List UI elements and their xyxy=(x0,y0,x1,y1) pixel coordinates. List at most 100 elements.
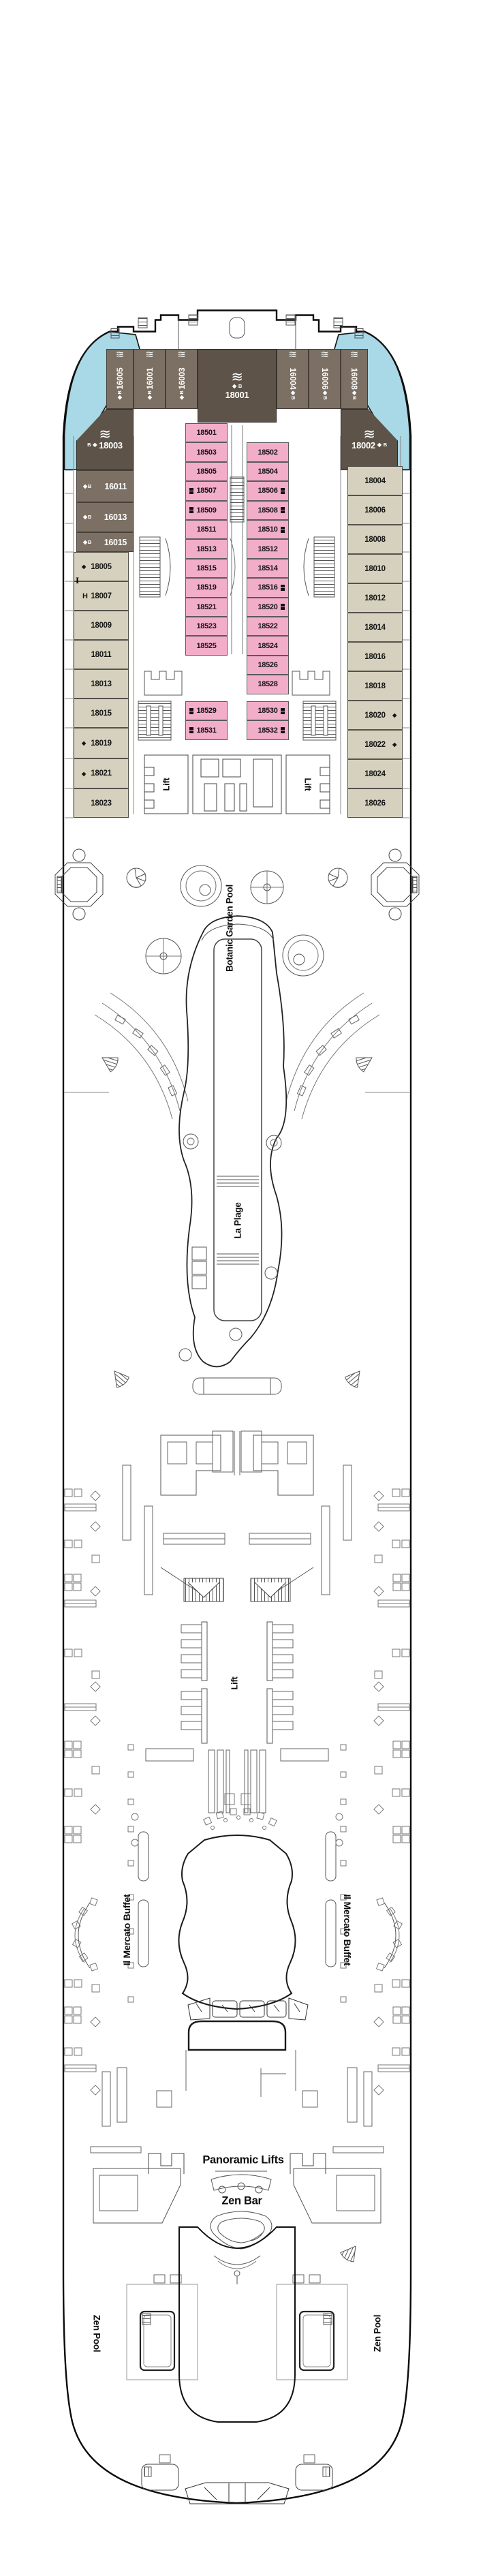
cabin-18510: 18510 xyxy=(247,520,289,540)
stern-deckhouse xyxy=(178,2226,296,2423)
diamond-icon: ◆ xyxy=(232,382,236,389)
panoramic-lift-pod xyxy=(211,2171,272,2194)
cabin-number: 18514 xyxy=(258,564,278,572)
cabin-number: 18513 xyxy=(196,545,217,553)
cabin-18005: ◆ I 18005 xyxy=(74,552,129,585)
buffet-island xyxy=(178,1793,309,2097)
ocean-view-icon: ≋ xyxy=(145,349,154,361)
bow-deckhouse xyxy=(110,314,364,349)
cabin-18501: 18501 xyxy=(185,423,228,443)
cabin-number: 18010 xyxy=(364,564,386,573)
cabin-16011: ◆B 16011 xyxy=(76,470,134,502)
cabin-number: 18003 xyxy=(99,440,123,450)
cabin-16015: ◆B 16015 xyxy=(76,532,134,552)
ocean-view-icon: ≋ xyxy=(115,349,125,361)
cabin-number: 18515 xyxy=(196,564,217,572)
cabin-18514: 18514 xyxy=(247,558,289,579)
cabin-18026: 18026 xyxy=(347,788,403,818)
cabin-number: 18531 xyxy=(196,726,217,735)
cabin-number: 18501 xyxy=(196,429,217,438)
cabin-18006: 18006 xyxy=(347,495,403,525)
bunk-bed-icon xyxy=(189,507,193,514)
bunk-bed-icon xyxy=(281,604,285,611)
cabin-18519: 18519 xyxy=(185,578,228,598)
cabin-number: 18528 xyxy=(258,680,278,689)
cabin-number: 18516 xyxy=(258,583,278,592)
cabin-number: 18532 xyxy=(258,726,278,735)
cabin-18010: 18010 xyxy=(347,554,403,583)
diamond-icon: ◆ xyxy=(82,740,86,746)
cabin-number: 18520 xyxy=(258,602,278,611)
bunk-bed-icon xyxy=(281,727,285,734)
cabin-number: 18504 xyxy=(258,467,278,476)
cabin-16006: ≋ 16006◆B xyxy=(309,349,341,409)
cabin-18013: 18013 xyxy=(74,669,129,699)
cabin-16004: ≋ 16004◆B xyxy=(277,349,309,409)
label-zen-pool-starboard: Zen Pool xyxy=(372,2314,383,2352)
label-botanic-garden-pool: Botanic Garden Pool xyxy=(224,885,235,972)
cabin-number: 18019 xyxy=(91,739,112,748)
cabin-number: 18002 xyxy=(352,440,375,450)
diamond-icon: ◆ xyxy=(392,741,396,748)
cabin-number: 16004 xyxy=(287,367,298,390)
cabin-18529: 18529 xyxy=(185,701,228,721)
midship-lobby xyxy=(192,754,282,814)
b-icon: B xyxy=(178,390,185,395)
cabin-18008: 18008 xyxy=(347,525,403,554)
cabin-18522: 18522 xyxy=(247,617,289,637)
diamond-icon: ◆ xyxy=(377,442,381,448)
cabin-18504: 18504 xyxy=(247,461,289,482)
diamond-icon: ◆ xyxy=(82,564,86,570)
cabin-number: 16005 xyxy=(115,367,125,390)
la-plage-pool xyxy=(178,915,287,1368)
ocean-view-icon: ≋ xyxy=(320,349,329,361)
cabin-number: 18016 xyxy=(364,652,386,661)
b-icon: B xyxy=(352,396,358,400)
cabin-number: 18013 xyxy=(91,679,112,688)
diamond-icon: ◆ xyxy=(83,538,87,545)
cabin-number: 18015 xyxy=(91,709,112,718)
cabin-18024: 18024 xyxy=(347,759,403,788)
cabin-number: 18505 xyxy=(196,467,217,476)
label-il-mercato-buffet-starboard: Il Mercato Buffet xyxy=(342,1894,353,1966)
cabin-18007: H 18007 xyxy=(74,581,129,611)
cabin-18011: 18011 xyxy=(74,640,129,669)
cabin-18001: ≋ ◆B 18001 xyxy=(198,349,277,423)
ocean-view-icon: ≋ xyxy=(177,349,186,361)
cabin-number: 18523 xyxy=(196,622,217,631)
ocean-view-icon: ≋ xyxy=(363,426,375,442)
ocean-view-icon: ≋ xyxy=(99,426,111,442)
cabin-number: 18521 xyxy=(196,602,217,611)
cabin-18020: 18020 ◆ xyxy=(347,701,403,730)
bunk-bed-icon xyxy=(281,507,285,514)
diamond-icon: ◆ xyxy=(178,395,185,400)
cabin-18528: 18528 xyxy=(247,675,289,694)
cabin-number: 18018 xyxy=(364,681,386,690)
cabin-18516: 18516 xyxy=(247,578,289,598)
stern-bench xyxy=(185,2482,290,2504)
bunk-bed-icon xyxy=(189,487,193,494)
cabin-number: 16008 xyxy=(349,367,359,390)
cabin-number: 18022 xyxy=(364,740,386,749)
cabin-number: 18014 xyxy=(364,623,386,632)
cabin-number: 18011 xyxy=(91,650,112,659)
cabin-18014: 18014 xyxy=(347,613,403,642)
cabin-number: 18506 xyxy=(258,487,278,495)
cabin-number: 18529 xyxy=(196,707,217,716)
b-icon: B xyxy=(290,396,296,400)
cabin-18531: 18531 xyxy=(185,720,228,740)
cabin-number: 18007 xyxy=(91,592,112,600)
cabin-number: 16003 xyxy=(176,367,187,390)
cabin-number: 18503 xyxy=(196,448,217,457)
cabin-18530: 18530 xyxy=(247,701,289,721)
bunk-bed-icon xyxy=(281,526,285,533)
bunk-bed-icon xyxy=(281,487,285,494)
cabin-18002: ≋ 18002◆B xyxy=(341,409,398,470)
hearing-accessible-icon: H xyxy=(82,592,88,600)
botanic-garden-features xyxy=(145,865,324,977)
diamond-icon: ◆ xyxy=(322,390,328,395)
cabin-number: 18026 xyxy=(364,799,386,808)
